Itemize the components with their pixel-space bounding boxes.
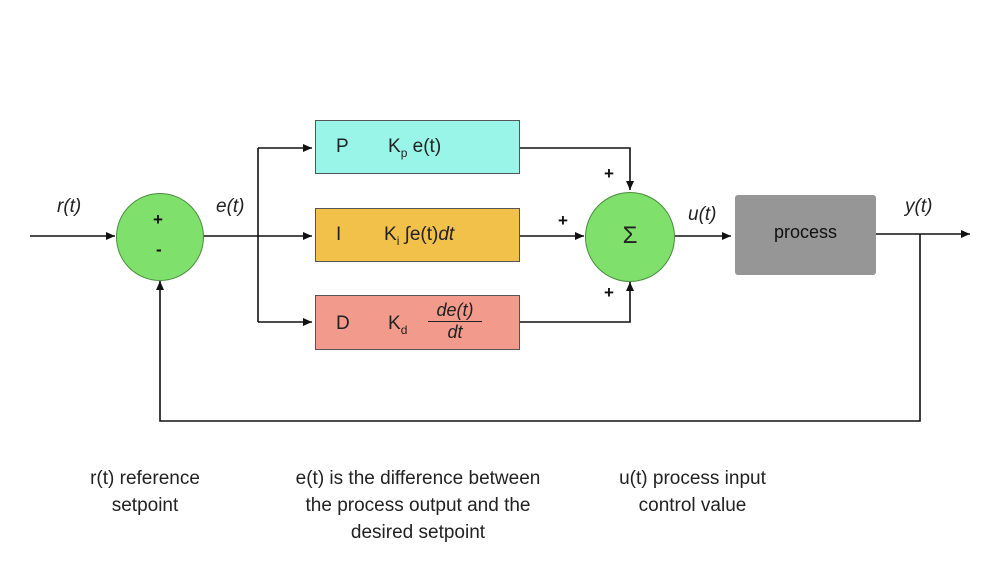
integral-letter: I bbox=[336, 224, 342, 245]
proportional-formula: Kp e(t) bbox=[388, 136, 441, 160]
integral-differential: dt bbox=[438, 224, 455, 245]
control-description: u(t) process input control value bbox=[595, 465, 790, 519]
proportional-gain-subscript: p bbox=[400, 145, 408, 160]
derivative-gain-subscript: d bbox=[400, 322, 408, 337]
proportional-term-box: P Kp e(t) bbox=[315, 120, 520, 174]
derivative-gain-wrap: Kd bbox=[388, 313, 407, 337]
output-signal-label: y(t) bbox=[905, 196, 933, 217]
sigma-plus-left: + bbox=[558, 211, 568, 230]
reference-signal-label: r(t) bbox=[57, 196, 82, 217]
error-description-line: the process output and the bbox=[305, 495, 531, 516]
reference-description-line: setpoint bbox=[111, 495, 179, 516]
derivative-fraction: de(t) dt bbox=[428, 300, 482, 343]
integral-formula: Ki ∫e(t)dt bbox=[384, 224, 454, 248]
reference-description-line: r(t) reference bbox=[90, 468, 200, 489]
summing-minus-sign: - bbox=[156, 240, 162, 259]
derivative-term-box: D Kd de(t) dt bbox=[315, 295, 520, 350]
sigma-symbol: Σ bbox=[622, 222, 638, 249]
control-description-line: control value bbox=[638, 495, 747, 516]
integral-gain-subscript: i bbox=[396, 233, 400, 248]
summing-plus-sign: + bbox=[153, 210, 163, 229]
integral-gain: K bbox=[384, 224, 397, 245]
error-description-line: e(t) is the difference between bbox=[295, 468, 541, 489]
proportional-expression: e(t) bbox=[412, 136, 442, 157]
reference-description: r(t) reference setpoint bbox=[55, 465, 235, 519]
derivative-numerator: de(t) bbox=[428, 300, 482, 322]
derivative-gain: K bbox=[388, 313, 401, 334]
proportional-letter: P bbox=[336, 136, 349, 157]
sigma-plus-bottom: + bbox=[604, 283, 614, 302]
control-signal-label: u(t) bbox=[688, 204, 717, 225]
derivative-denominator: dt bbox=[447, 322, 463, 342]
process-block: process bbox=[735, 195, 876, 275]
integral-expression: ∫e(t) bbox=[404, 224, 439, 245]
derivative-letter: D bbox=[336, 313, 350, 334]
summing-junction: + - bbox=[116, 193, 204, 281]
sigma-plus-top: + bbox=[604, 164, 614, 183]
error-description: e(t) is the difference between the proce… bbox=[262, 465, 574, 546]
integral-term-box: I Ki ∫e(t)dt bbox=[315, 208, 520, 262]
error-signal-label: e(t) bbox=[216, 196, 245, 217]
control-description-line: u(t) process input bbox=[619, 468, 766, 489]
sigma-summation-node: Σ bbox=[585, 192, 675, 282]
proportional-gain: K bbox=[388, 136, 401, 157]
error-description-line: desired setpoint bbox=[350, 522, 486, 543]
